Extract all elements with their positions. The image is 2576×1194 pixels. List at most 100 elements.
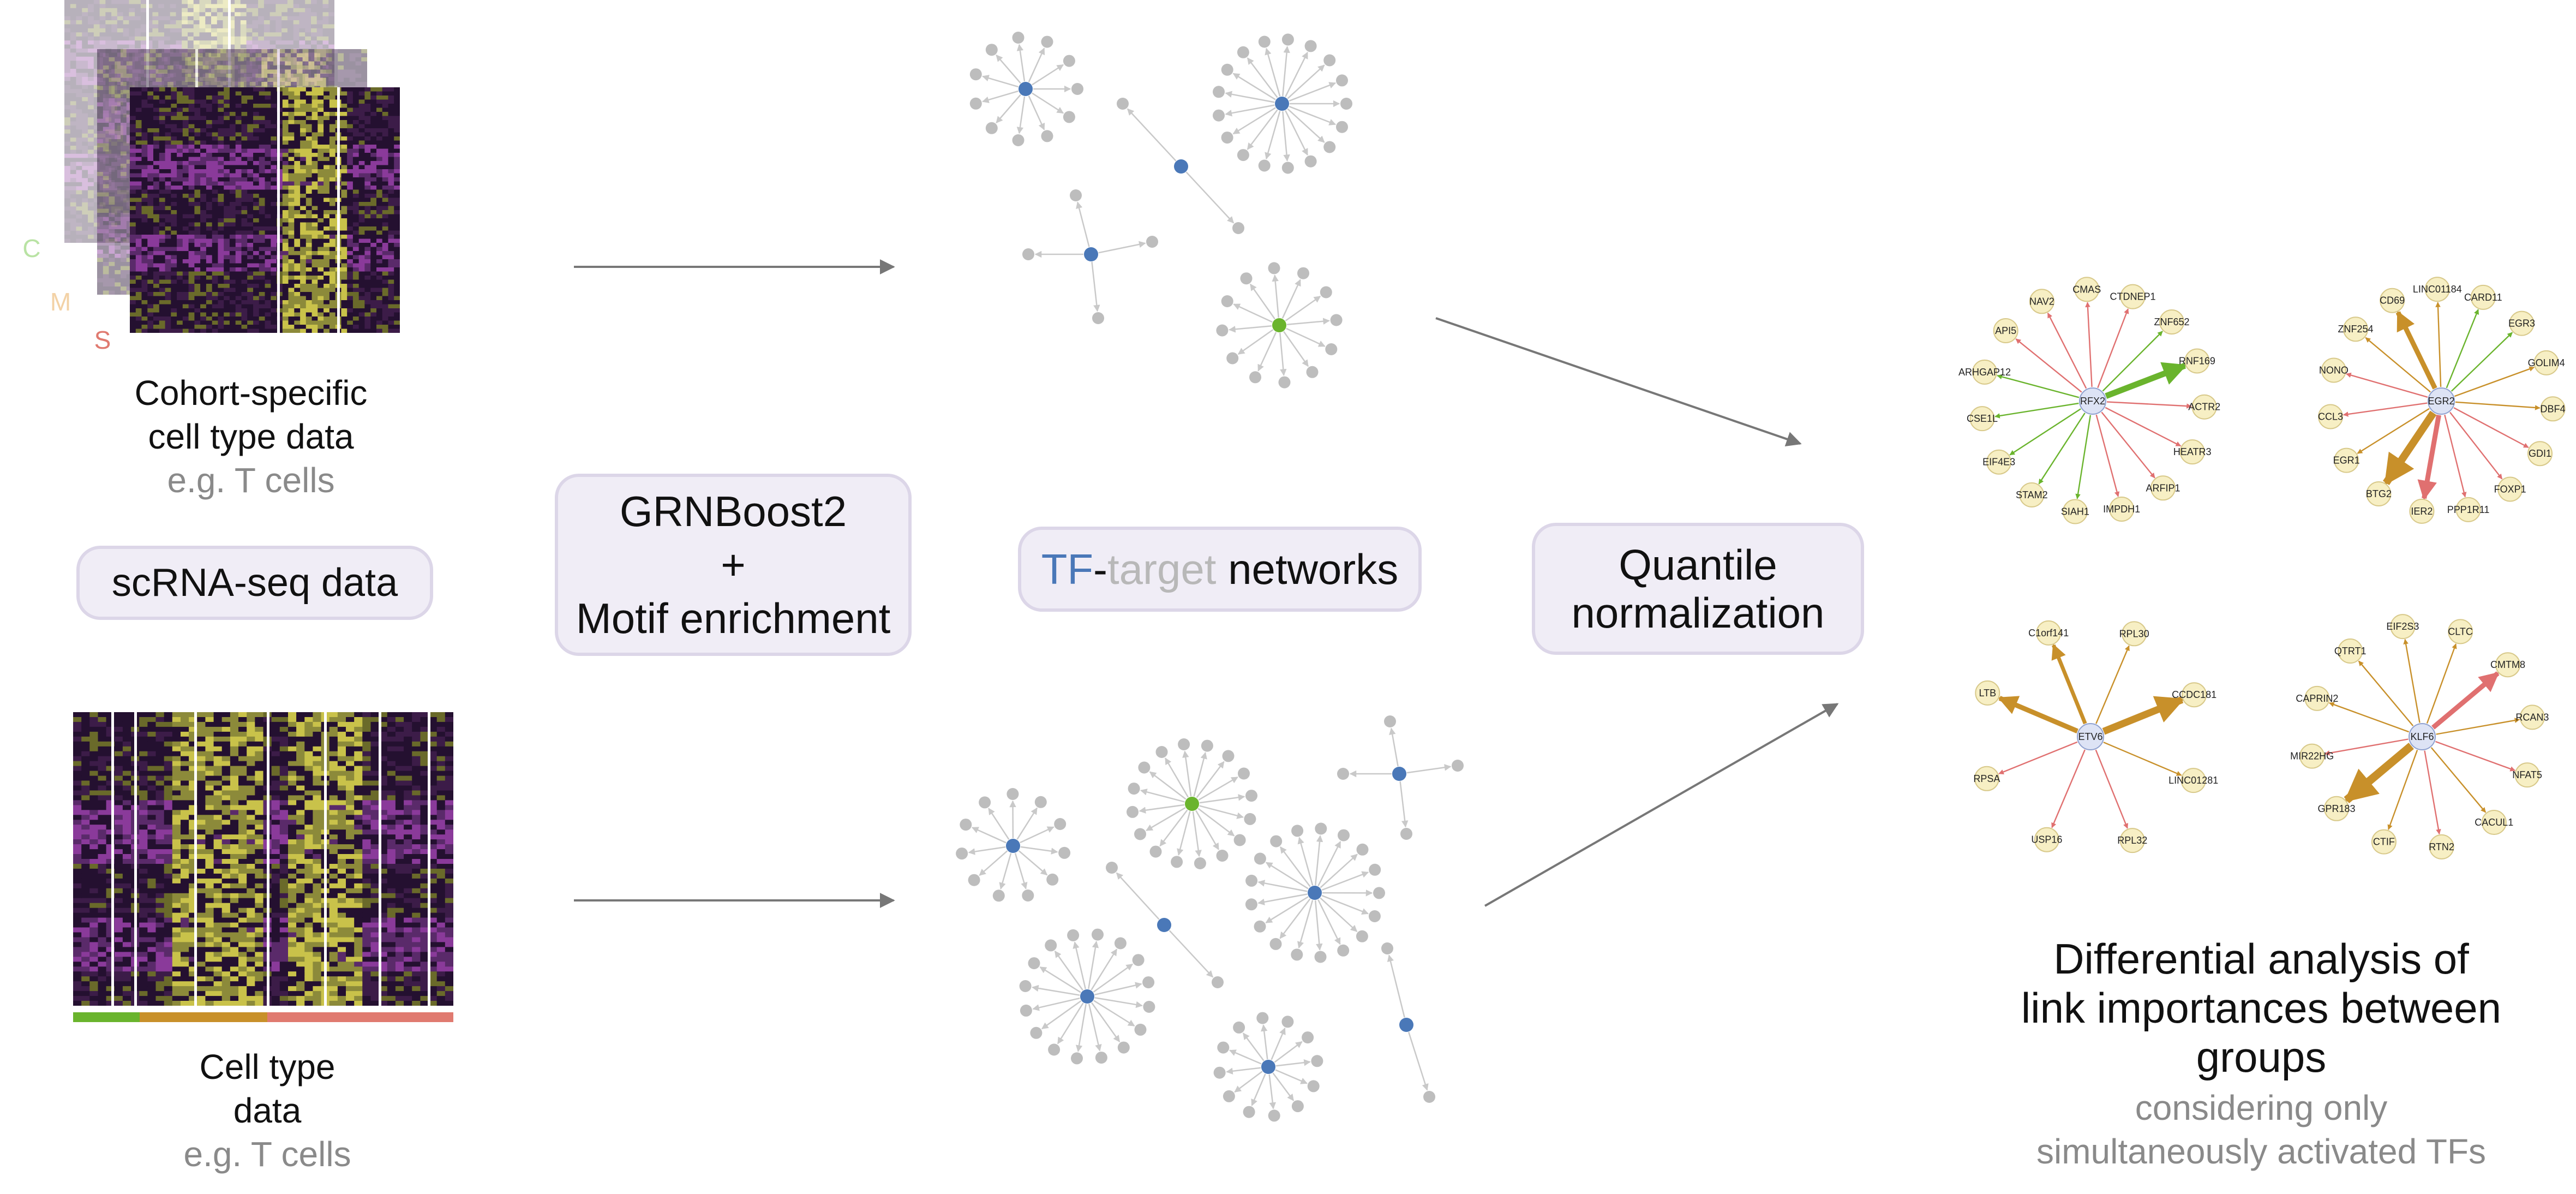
heatmap-cell bbox=[293, 20, 300, 25]
heatmap-cell bbox=[252, 73, 259, 77]
heatmap-cell bbox=[199, 16, 206, 21]
heatmap-cell bbox=[82, 28, 88, 33]
heatmap-cell bbox=[105, 230, 112, 235]
heatmap-cell bbox=[308, 53, 315, 58]
heatmap-cell bbox=[117, 61, 124, 65]
heatmap-cell bbox=[97, 139, 104, 144]
heatmap-cell bbox=[263, 56, 271, 61]
heatmap-cell bbox=[64, 230, 71, 235]
heatmap-cell bbox=[196, 77, 203, 82]
heatmap-cell bbox=[258, 64, 265, 69]
heatmap-cell bbox=[205, 32, 212, 37]
heatmap-cell bbox=[109, 53, 115, 58]
heatmap-cell bbox=[179, 69, 186, 74]
heatmap-cell bbox=[103, 82, 110, 87]
heatmap-cell bbox=[121, 241, 127, 246]
heatmap-cell bbox=[76, 230, 82, 235]
heatmap-cell bbox=[88, 210, 94, 215]
heatmap-cell bbox=[158, 40, 165, 45]
heatmap-cell bbox=[170, 28, 177, 33]
heatmap-cell bbox=[214, 61, 221, 66]
heatmap-cell bbox=[293, 85, 300, 89]
heatmap-cell bbox=[88, 182, 94, 187]
heatmap-cell bbox=[240, 81, 247, 86]
heatmap-cell bbox=[158, 52, 165, 57]
heatmap-cell bbox=[211, 20, 218, 25]
heatmap-cell bbox=[235, 24, 241, 29]
heatmap-cell bbox=[97, 98, 104, 103]
heatmap-cell bbox=[279, 69, 285, 74]
heatmap-cell bbox=[287, 8, 294, 13]
heatmap-cell bbox=[140, 73, 147, 77]
heatmap-cell bbox=[179, 77, 186, 82]
heatmap-cell bbox=[258, 76, 265, 81]
heatmap-cell bbox=[111, 8, 118, 13]
heatmap-cell bbox=[111, 40, 118, 45]
heatmap-cell bbox=[88, 214, 94, 219]
heatmap-cell bbox=[258, 44, 265, 49]
heatmap-cell bbox=[299, 69, 305, 74]
heatmap-cell bbox=[305, 85, 311, 89]
heatmap-cell bbox=[111, 4, 118, 9]
heatmap-cell bbox=[238, 57, 244, 62]
heatmap-cell bbox=[287, 81, 294, 86]
heatmap-cell bbox=[82, 214, 88, 219]
heatmap-cell bbox=[202, 65, 209, 70]
heatmap-cell bbox=[238, 49, 244, 54]
heatmap-cell bbox=[252, 4, 259, 9]
heatmap-cell bbox=[93, 52, 100, 57]
heatmap-cell bbox=[299, 12, 305, 17]
heatmap-cell bbox=[121, 188, 127, 193]
heatmap-cell bbox=[311, 81, 317, 86]
heatmap-cell bbox=[291, 77, 297, 82]
heatmap-cell bbox=[202, 61, 209, 66]
heatmap-cell bbox=[246, 85, 253, 89]
heatmap-cell bbox=[121, 172, 127, 177]
heatmap-cell bbox=[70, 146, 77, 150]
heatmap-cell bbox=[182, 64, 188, 69]
heatmap-cell bbox=[235, 61, 241, 65]
heatmap-cell bbox=[126, 205, 133, 210]
heatmap-cell bbox=[287, 56, 294, 61]
heatmap-cell bbox=[252, 16, 259, 21]
heatmap-cell bbox=[70, 93, 77, 98]
heatmap-cell bbox=[173, 82, 180, 87]
heatmap-cell bbox=[220, 82, 227, 87]
heatmap-cell bbox=[229, 76, 235, 81]
heatmap-cell bbox=[64, 141, 71, 146]
heatmap-cell bbox=[123, 36, 129, 41]
heatmap-cell bbox=[246, 4, 253, 9]
heatmap-cell bbox=[146, 56, 153, 61]
heatmap-cell bbox=[285, 61, 291, 66]
heatmap-cell bbox=[214, 65, 221, 70]
heatmap-cell bbox=[93, 214, 100, 219]
heatmap-cell bbox=[135, 40, 141, 45]
heatmap-cell bbox=[103, 110, 110, 115]
heatmap-cell bbox=[287, 24, 294, 29]
heatmap-cell bbox=[255, 82, 262, 87]
heatmap-cell bbox=[205, 69, 212, 74]
heatmap-cell bbox=[176, 24, 182, 29]
heatmap-cell bbox=[97, 249, 104, 254]
heatmap-cell bbox=[240, 28, 247, 33]
heatmap-cell bbox=[155, 53, 162, 58]
heatmap-cell bbox=[64, 16, 71, 21]
heatmap-cell bbox=[70, 49, 77, 53]
heatmap-cell bbox=[167, 69, 174, 74]
heatmap-cell bbox=[182, 49, 188, 53]
heatmap-cell bbox=[117, 93, 124, 98]
heatmap-cell bbox=[322, 24, 329, 29]
heatmap-cell bbox=[140, 8, 147, 13]
heatmap-cell bbox=[93, 141, 100, 146]
heatmap-cell bbox=[109, 229, 115, 234]
heatmap-cell bbox=[97, 147, 104, 152]
heatmap-cell bbox=[117, 133, 124, 138]
heatmap-cell bbox=[167, 82, 174, 87]
heatmap-cell bbox=[269, 76, 276, 81]
heatmap-cell bbox=[293, 4, 300, 9]
heatmap-cell bbox=[111, 178, 118, 183]
heatmap-cell bbox=[193, 8, 200, 13]
heatmap-cell bbox=[258, 28, 265, 33]
heatmap-cell bbox=[121, 139, 127, 144]
heatmap-cell bbox=[93, 36, 100, 41]
